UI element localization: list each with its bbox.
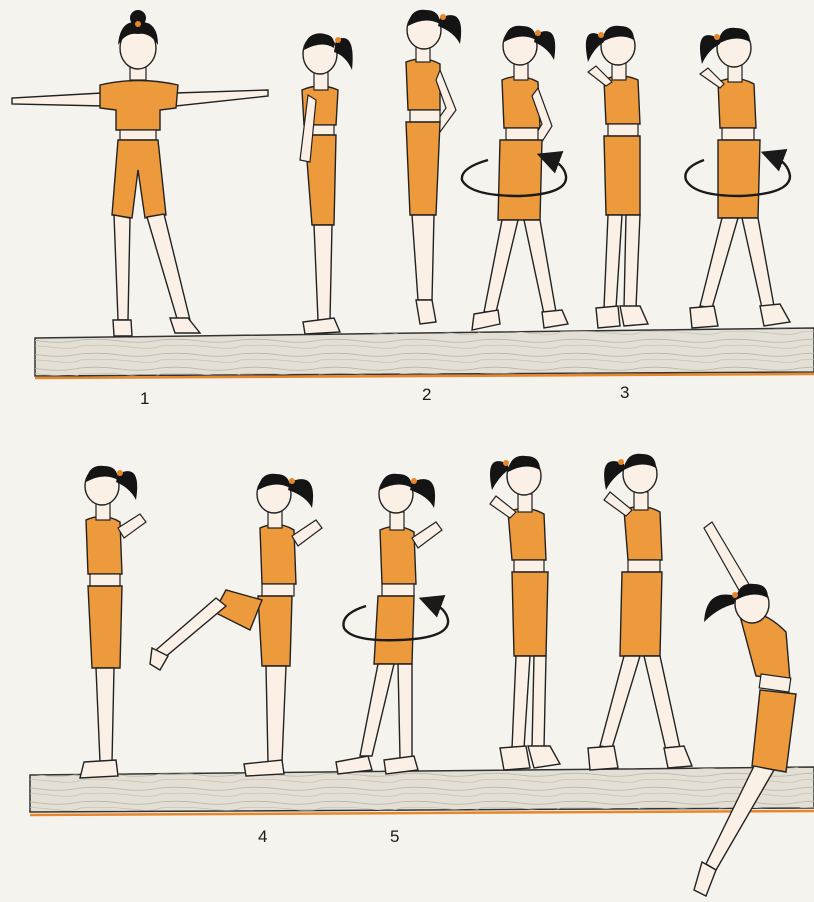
gymnast-figure	[586, 26, 648, 328]
step-label: 3	[620, 383, 629, 402]
step-label: 5	[390, 827, 399, 846]
gymnast-figure	[150, 474, 322, 776]
gymnast-figure	[490, 456, 560, 770]
gymnast-figure	[462, 26, 568, 330]
step-label: 1	[140, 389, 149, 408]
gymnast-figure	[300, 34, 353, 334]
gymnast-figure	[406, 10, 461, 324]
step-label: 4	[258, 827, 267, 846]
gymnast-figure	[336, 474, 448, 774]
gymnast-figure	[12, 10, 268, 336]
gymnast-figure	[80, 466, 146, 778]
gymnast-figure	[588, 454, 692, 770]
step-label: 2	[422, 385, 431, 404]
balance-beam-top	[35, 328, 814, 378]
gymnast-figure	[694, 522, 796, 896]
gymnast-figure	[685, 28, 790, 328]
balance-beam-bottom	[30, 767, 814, 815]
